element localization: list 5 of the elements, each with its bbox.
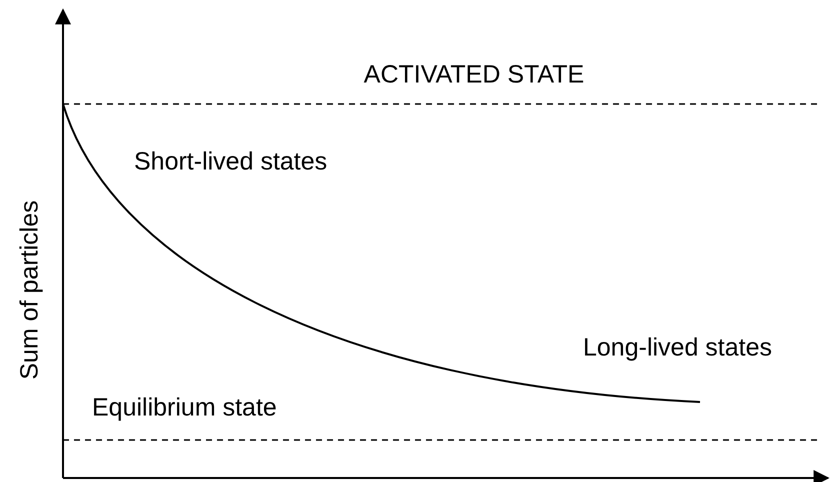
region-label: Equilibrium state	[92, 394, 277, 422]
region-label: ACTIVATED STATE	[364, 61, 584, 89]
axis-title: Sum of particles	[16, 200, 44, 380]
region-label: Short-lived states	[134, 148, 328, 176]
region-label: Long-lived states	[583, 334, 772, 362]
